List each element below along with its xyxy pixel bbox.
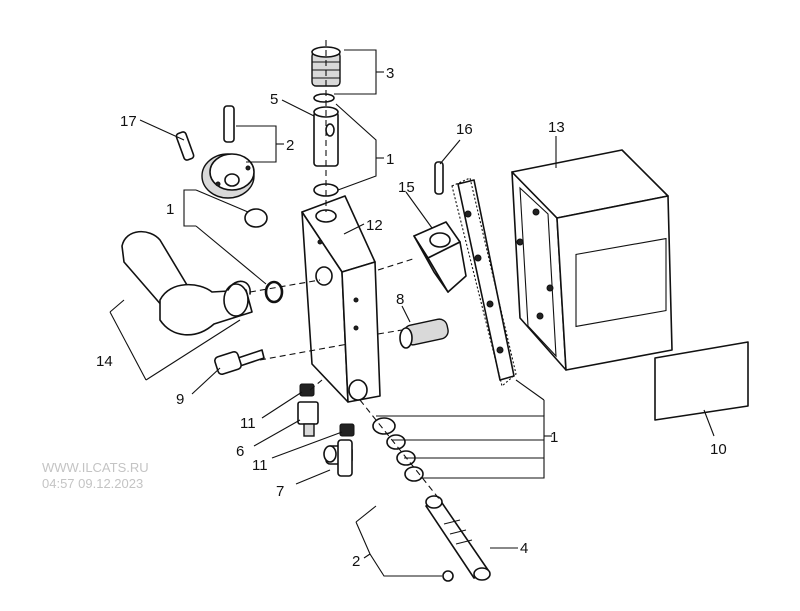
part-12-valve-body[interactable]: [301, 195, 381, 403]
part-4-plunger[interactable]: [425, 495, 491, 581]
part-11-plug-lower[interactable]: [339, 423, 355, 437]
callout-17: 17: [120, 113, 137, 130]
part-16-pin[interactable]: [434, 161, 444, 195]
watermark: WWW.ILCATS.RU 04:57 09.12.2023: [42, 460, 149, 491]
callout-labels: 17 2 3 5 1 16 13 15 12 1 8 14 9 11 6 11 …: [96, 65, 727, 570]
part-3-oring[interactable]: [313, 93, 335, 103]
callout-9: 9: [176, 391, 184, 408]
part-2-dowel-pin[interactable]: [223, 105, 235, 143]
callout-2-top: 2: [286, 137, 294, 154]
gasket[interactable]: [451, 177, 517, 387]
callout-2-bottom: 2: [352, 553, 360, 570]
part-14-lever-handle[interactable]: [121, 230, 253, 336]
callout-1-upper: 1: [386, 151, 394, 168]
callout-11-lower: 11: [252, 457, 268, 474]
watermark-site: WWW.ILCATS.RU: [42, 460, 149, 475]
callout-15: 15: [398, 179, 415, 196]
callout-4: 4: [520, 540, 528, 557]
part-8-filter[interactable]: [399, 318, 450, 349]
part-2-cover-disc[interactable]: [201, 153, 255, 199]
callout-7: 7: [276, 483, 284, 500]
assembly-lines: [249, 40, 441, 501]
part-6-fitting[interactable]: [297, 401, 319, 437]
callout-3: 3: [386, 65, 394, 82]
part-1-washer-left[interactable]: [244, 208, 268, 228]
callout-1-left: 1: [166, 201, 174, 218]
callout-13: 13: [548, 119, 565, 136]
leader-lines: [109, 49, 715, 577]
callout-5: 5: [270, 91, 278, 108]
part-13-housing-box[interactable]: [511, 149, 673, 371]
part-17-pin[interactable]: [175, 131, 195, 161]
oring-left[interactable]: [264, 280, 284, 304]
part-7-tee-fitting[interactable]: [323, 439, 353, 477]
callout-12: 12: [366, 217, 383, 234]
part-10-label-plate[interactable]: [654, 341, 749, 421]
callout-10: 10: [710, 441, 727, 458]
callout-16: 16: [456, 121, 473, 138]
part-2-ball[interactable]: [442, 570, 454, 582]
callout-8: 8: [396, 291, 404, 308]
callout-14: 14: [96, 353, 113, 370]
watermark-timestamp: 04:57 09.12.2023: [42, 476, 143, 491]
callout-6: 6: [236, 443, 244, 460]
part-1-seal-stack-lower[interactable]: [372, 417, 424, 482]
callout-1-lower: 1: [550, 429, 558, 446]
part-9-screw[interactable]: [214, 349, 265, 376]
part-15-bracket-block[interactable]: [413, 221, 467, 293]
callout-11-upper: 11: [240, 415, 256, 432]
part-11-plug-upper[interactable]: [299, 383, 315, 397]
